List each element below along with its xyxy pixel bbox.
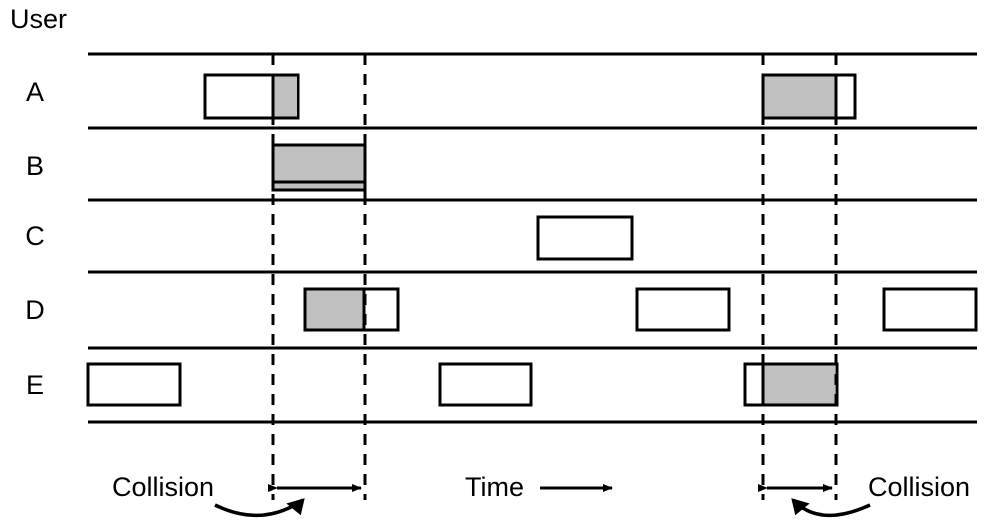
frame-c1 xyxy=(536,215,634,261)
collision-label-right: Collision xyxy=(868,472,971,502)
collision-pointer-left xyxy=(214,498,304,517)
page-title: User xyxy=(10,4,68,34)
frame-d2 xyxy=(635,287,731,332)
row-label-d: D xyxy=(25,295,45,325)
frame-e3-collision-fill xyxy=(763,365,835,404)
row-e-frames xyxy=(86,362,839,407)
row-a-frames xyxy=(203,73,857,120)
collision-pointer-left-head xyxy=(286,498,305,516)
frame-a2-collision-fill xyxy=(764,76,836,117)
row-d-frames xyxy=(303,287,978,332)
row-b-frames xyxy=(271,143,367,200)
row-label-c: C xyxy=(25,221,45,251)
frame-e2 xyxy=(438,362,533,407)
frame-a1-collision-fill xyxy=(273,76,297,117)
collision-pointer-right-head xyxy=(791,498,810,516)
row-label-b: B xyxy=(25,151,44,181)
frame-d1-collision-fill xyxy=(306,290,364,329)
row-label-a: A xyxy=(25,77,44,107)
row-separator-lines xyxy=(88,52,977,424)
row-c-frames xyxy=(536,215,634,261)
collision-guide-lines xyxy=(271,54,838,500)
time-axis-label: Time xyxy=(465,472,524,502)
frame-d3 xyxy=(882,287,978,332)
collision-label-left: Collision xyxy=(112,472,215,502)
row-label-e: E xyxy=(25,370,44,400)
frame-e1 xyxy=(86,362,182,407)
